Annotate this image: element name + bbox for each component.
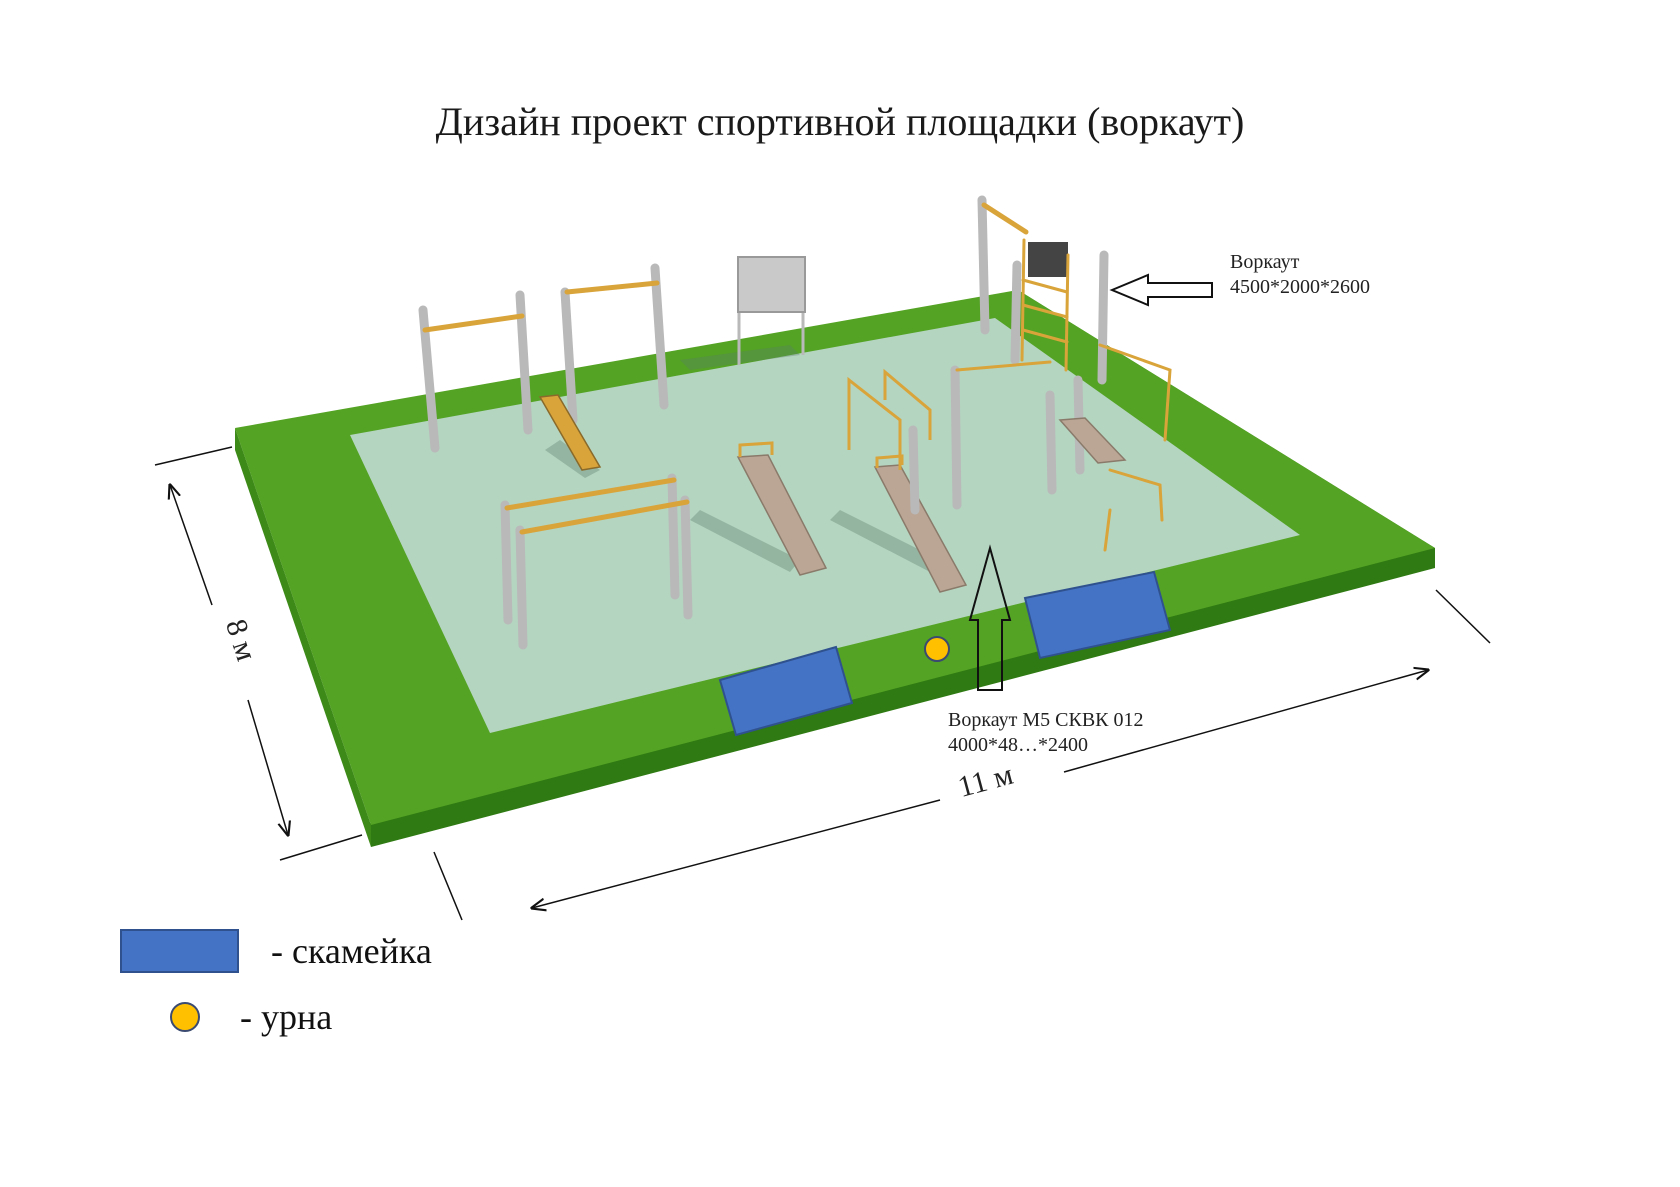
- callout-bottom-line2: 4000*48…*2400: [948, 734, 1088, 756]
- workout-complex: [908, 195, 1172, 552]
- situp-bench-1: [736, 441, 828, 576]
- bench-swatch: [120, 929, 239, 973]
- callout-top-line2: 4500*2000*2600: [1230, 276, 1370, 298]
- info-board: [737, 256, 806, 365]
- wooden-bench: [538, 394, 602, 471]
- dimension-width-label: 8 м: [219, 615, 263, 665]
- parallel-bars: [847, 368, 932, 470]
- urn-swatch: [170, 1002, 200, 1032]
- dimension-width: [154, 446, 363, 861]
- callout-top-line1: Воркаут: [1230, 251, 1300, 273]
- pull-up-bar-1: [418, 290, 533, 453]
- page-title: Дизайн проект спортивной площадки (ворка…: [435, 99, 1245, 144]
- pull-up-bar-3: [500, 473, 693, 650]
- situp-bench-2: [873, 454, 968, 593]
- legend-urn: - урна: [113, 996, 332, 1038]
- bench-left: [718, 645, 854, 737]
- legend-urn-label: - урна: [240, 997, 333, 1037]
- urn: [924, 636, 950, 662]
- pull-up-bar-2: [560, 263, 669, 425]
- bench-right: [1023, 570, 1172, 660]
- callout-bottom-line1: Воркаут М5 СКВК 012: [948, 709, 1144, 731]
- dimension-length: [433, 589, 1491, 921]
- legend-bench-label: - скамейка: [271, 931, 432, 971]
- legend-bench: - скамейка: [120, 929, 432, 973]
- benches: [718, 570, 1172, 737]
- dimension-length-label: 11 м: [955, 758, 1017, 804]
- callout-arrow-top: [1109, 273, 1213, 307]
- callout-arrow-bottom: [968, 544, 1012, 691]
